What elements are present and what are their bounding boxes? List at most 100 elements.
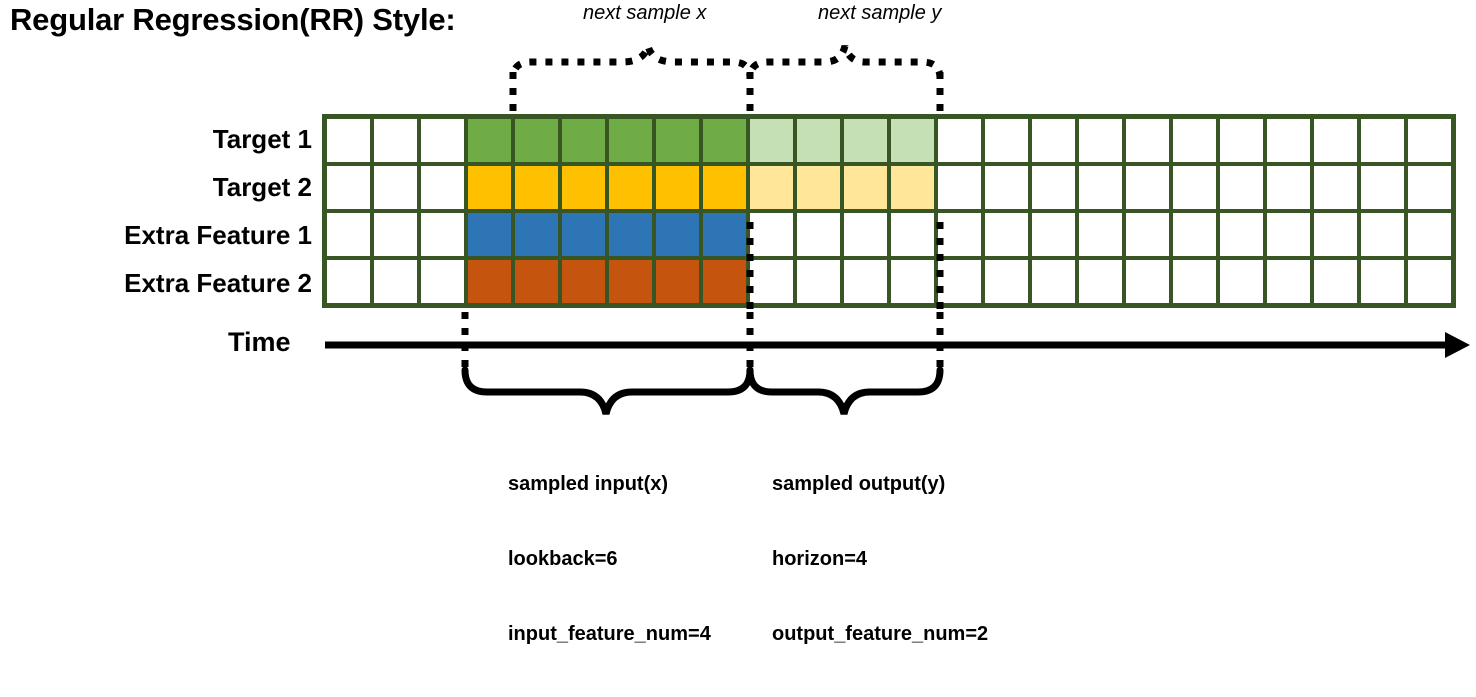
grid-cell xyxy=(797,166,840,209)
grid-cell xyxy=(1079,213,1122,256)
row-label-target-1: Target 1 xyxy=(212,124,312,154)
brace-sampled-input xyxy=(461,366,754,415)
row-label-target-2: Target 2 xyxy=(212,172,312,202)
grid-cell xyxy=(1173,260,1216,303)
grid-cell xyxy=(374,260,417,303)
grid-cell xyxy=(1032,213,1075,256)
grid-cell xyxy=(1267,213,1310,256)
grid-cell xyxy=(1408,166,1451,209)
grid-cell xyxy=(327,119,370,162)
grid-cell xyxy=(891,260,934,303)
grid-cell xyxy=(1032,260,1075,303)
time-axis-label: Time xyxy=(228,327,291,357)
grid-cell xyxy=(703,119,746,162)
grid-cell xyxy=(562,166,605,209)
grid-cell xyxy=(1408,213,1451,256)
grid-cell xyxy=(797,213,840,256)
sampled-output-line-2: horizon=4 xyxy=(772,548,868,570)
sampled-output-line-3: output_feature_num=2 xyxy=(772,623,989,645)
grid-cell xyxy=(985,166,1028,209)
grid-cell xyxy=(1079,166,1122,209)
grid-cell xyxy=(327,166,370,209)
time-axis-arrow xyxy=(325,332,1470,358)
grid-cell xyxy=(1314,166,1357,209)
grid-cell xyxy=(656,213,699,256)
grid-cell xyxy=(938,213,981,256)
grid-cell xyxy=(468,119,511,162)
grid-cell xyxy=(1220,260,1263,303)
brace-sampled-output xyxy=(746,366,944,415)
grid-cell xyxy=(421,213,464,256)
timeline-grid xyxy=(322,114,1456,308)
grid-cell xyxy=(1361,213,1404,256)
grid-cell xyxy=(1267,119,1310,162)
grid-cell xyxy=(374,166,417,209)
grid-cell xyxy=(938,119,981,162)
grid-cell xyxy=(1267,260,1310,303)
grid-cell xyxy=(1361,260,1404,303)
label-next-sample-x: next sample x xyxy=(583,2,707,24)
grid-cell xyxy=(1220,119,1263,162)
sampled-output-line-1: sampled output(y) xyxy=(772,473,946,495)
grid-cell xyxy=(468,166,511,209)
grid-cell xyxy=(515,213,558,256)
grid-cell xyxy=(421,166,464,209)
grid-cell xyxy=(1408,260,1451,303)
grid-cell xyxy=(1173,213,1216,256)
grid-cell xyxy=(1126,166,1169,209)
grid-cell xyxy=(468,213,511,256)
diagram-canvas: Regular Regression(RR) Style: Target 1 T… xyxy=(0,2,1470,645)
grid-cell xyxy=(1267,166,1310,209)
grid-cell xyxy=(985,119,1028,162)
row-label-extra-feature-2: Extra Feature 2 xyxy=(124,268,312,298)
label-next-sample-y: next sample y xyxy=(818,2,942,24)
grid-cell xyxy=(797,119,840,162)
grid-cell xyxy=(1314,260,1357,303)
grid-cell xyxy=(750,260,793,303)
grid-cell xyxy=(1079,260,1122,303)
grid-cell xyxy=(891,119,934,162)
grid-cell xyxy=(1408,119,1451,162)
grid-cell xyxy=(327,213,370,256)
grid-cell xyxy=(750,213,793,256)
page-title: Regular Regression(RR) Style: xyxy=(10,2,456,37)
grid-cell xyxy=(797,260,840,303)
grid-cell xyxy=(1361,119,1404,162)
grid-cell xyxy=(1032,119,1075,162)
grid-cell xyxy=(750,119,793,162)
grid-cell xyxy=(750,166,793,209)
row-label-column: Target 1 Target 2 Extra Feature 1 Extra … xyxy=(0,115,312,307)
grid-cell xyxy=(1361,166,1404,209)
brace-next-sample-y xyxy=(746,44,944,79)
grid-cell xyxy=(515,166,558,209)
row-label-extra-feature-1: Extra Feature 1 xyxy=(124,220,312,250)
grid-cell xyxy=(703,260,746,303)
grid-cell xyxy=(515,119,558,162)
grid-cell xyxy=(1314,213,1357,256)
grid-cell xyxy=(891,166,934,209)
grid-cell xyxy=(844,260,887,303)
grid-cell xyxy=(609,166,652,209)
grid-cell xyxy=(1079,119,1122,162)
grid-cell xyxy=(1173,119,1216,162)
sampled-input-line-3: input_feature_num=4 xyxy=(508,623,711,645)
grid-cell xyxy=(562,260,605,303)
grid-cell xyxy=(1173,166,1216,209)
grid-cell xyxy=(938,166,981,209)
grid-cell xyxy=(374,213,417,256)
grid-cell xyxy=(844,166,887,209)
brace-next-sample-x xyxy=(509,44,754,79)
grid-cell xyxy=(421,260,464,303)
grid-cell xyxy=(844,213,887,256)
grid-cell xyxy=(656,260,699,303)
grid-cell xyxy=(468,260,511,303)
grid-cell xyxy=(1314,119,1357,162)
annotation-sampled-output: sampled output(y) horizon=4 output_featu… xyxy=(772,422,988,697)
grid-cell xyxy=(1220,213,1263,256)
grid-cell xyxy=(515,260,558,303)
grid-cell xyxy=(703,213,746,256)
grid-cell xyxy=(891,213,934,256)
grid-cell xyxy=(703,166,746,209)
grid-cell xyxy=(562,119,605,162)
grid-cell xyxy=(1126,260,1169,303)
